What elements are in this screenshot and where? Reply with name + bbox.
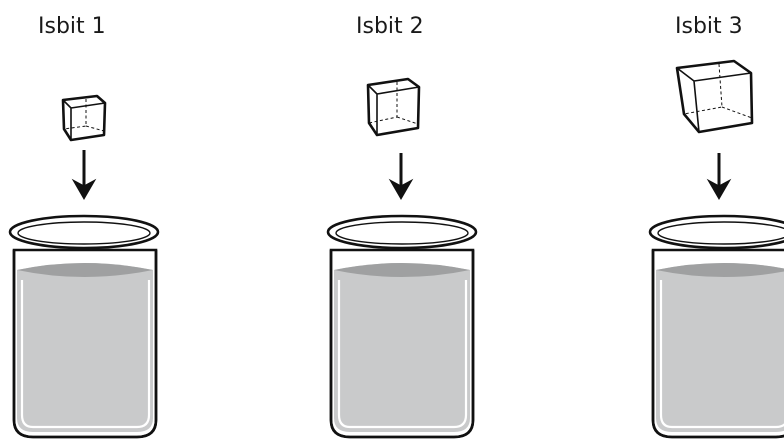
arrow-down-icon — [73, 150, 95, 199]
arrow-down-icon — [708, 153, 730, 199]
panel-isbit-2: Isbit 2 — [328, 14, 476, 437]
ice-cube-icon — [368, 79, 419, 135]
panel-label-isbit-3: Isbit 3 — [675, 14, 743, 39]
panel-label-isbit-2: Isbit 2 — [356, 14, 424, 39]
arrow-down-icon — [390, 153, 412, 199]
panel-isbit-3: Isbit 3 — [650, 14, 784, 437]
ice-cube-icon — [63, 96, 105, 140]
beaker-icon — [328, 216, 476, 437]
panel-isbit-1: Isbit 1 — [10, 14, 158, 437]
panel-label-isbit-1: Isbit 1 — [38, 14, 106, 39]
beaker-icon — [650, 216, 784, 437]
beaker-icon — [10, 216, 158, 437]
ice-cube-icon — [677, 61, 752, 132]
